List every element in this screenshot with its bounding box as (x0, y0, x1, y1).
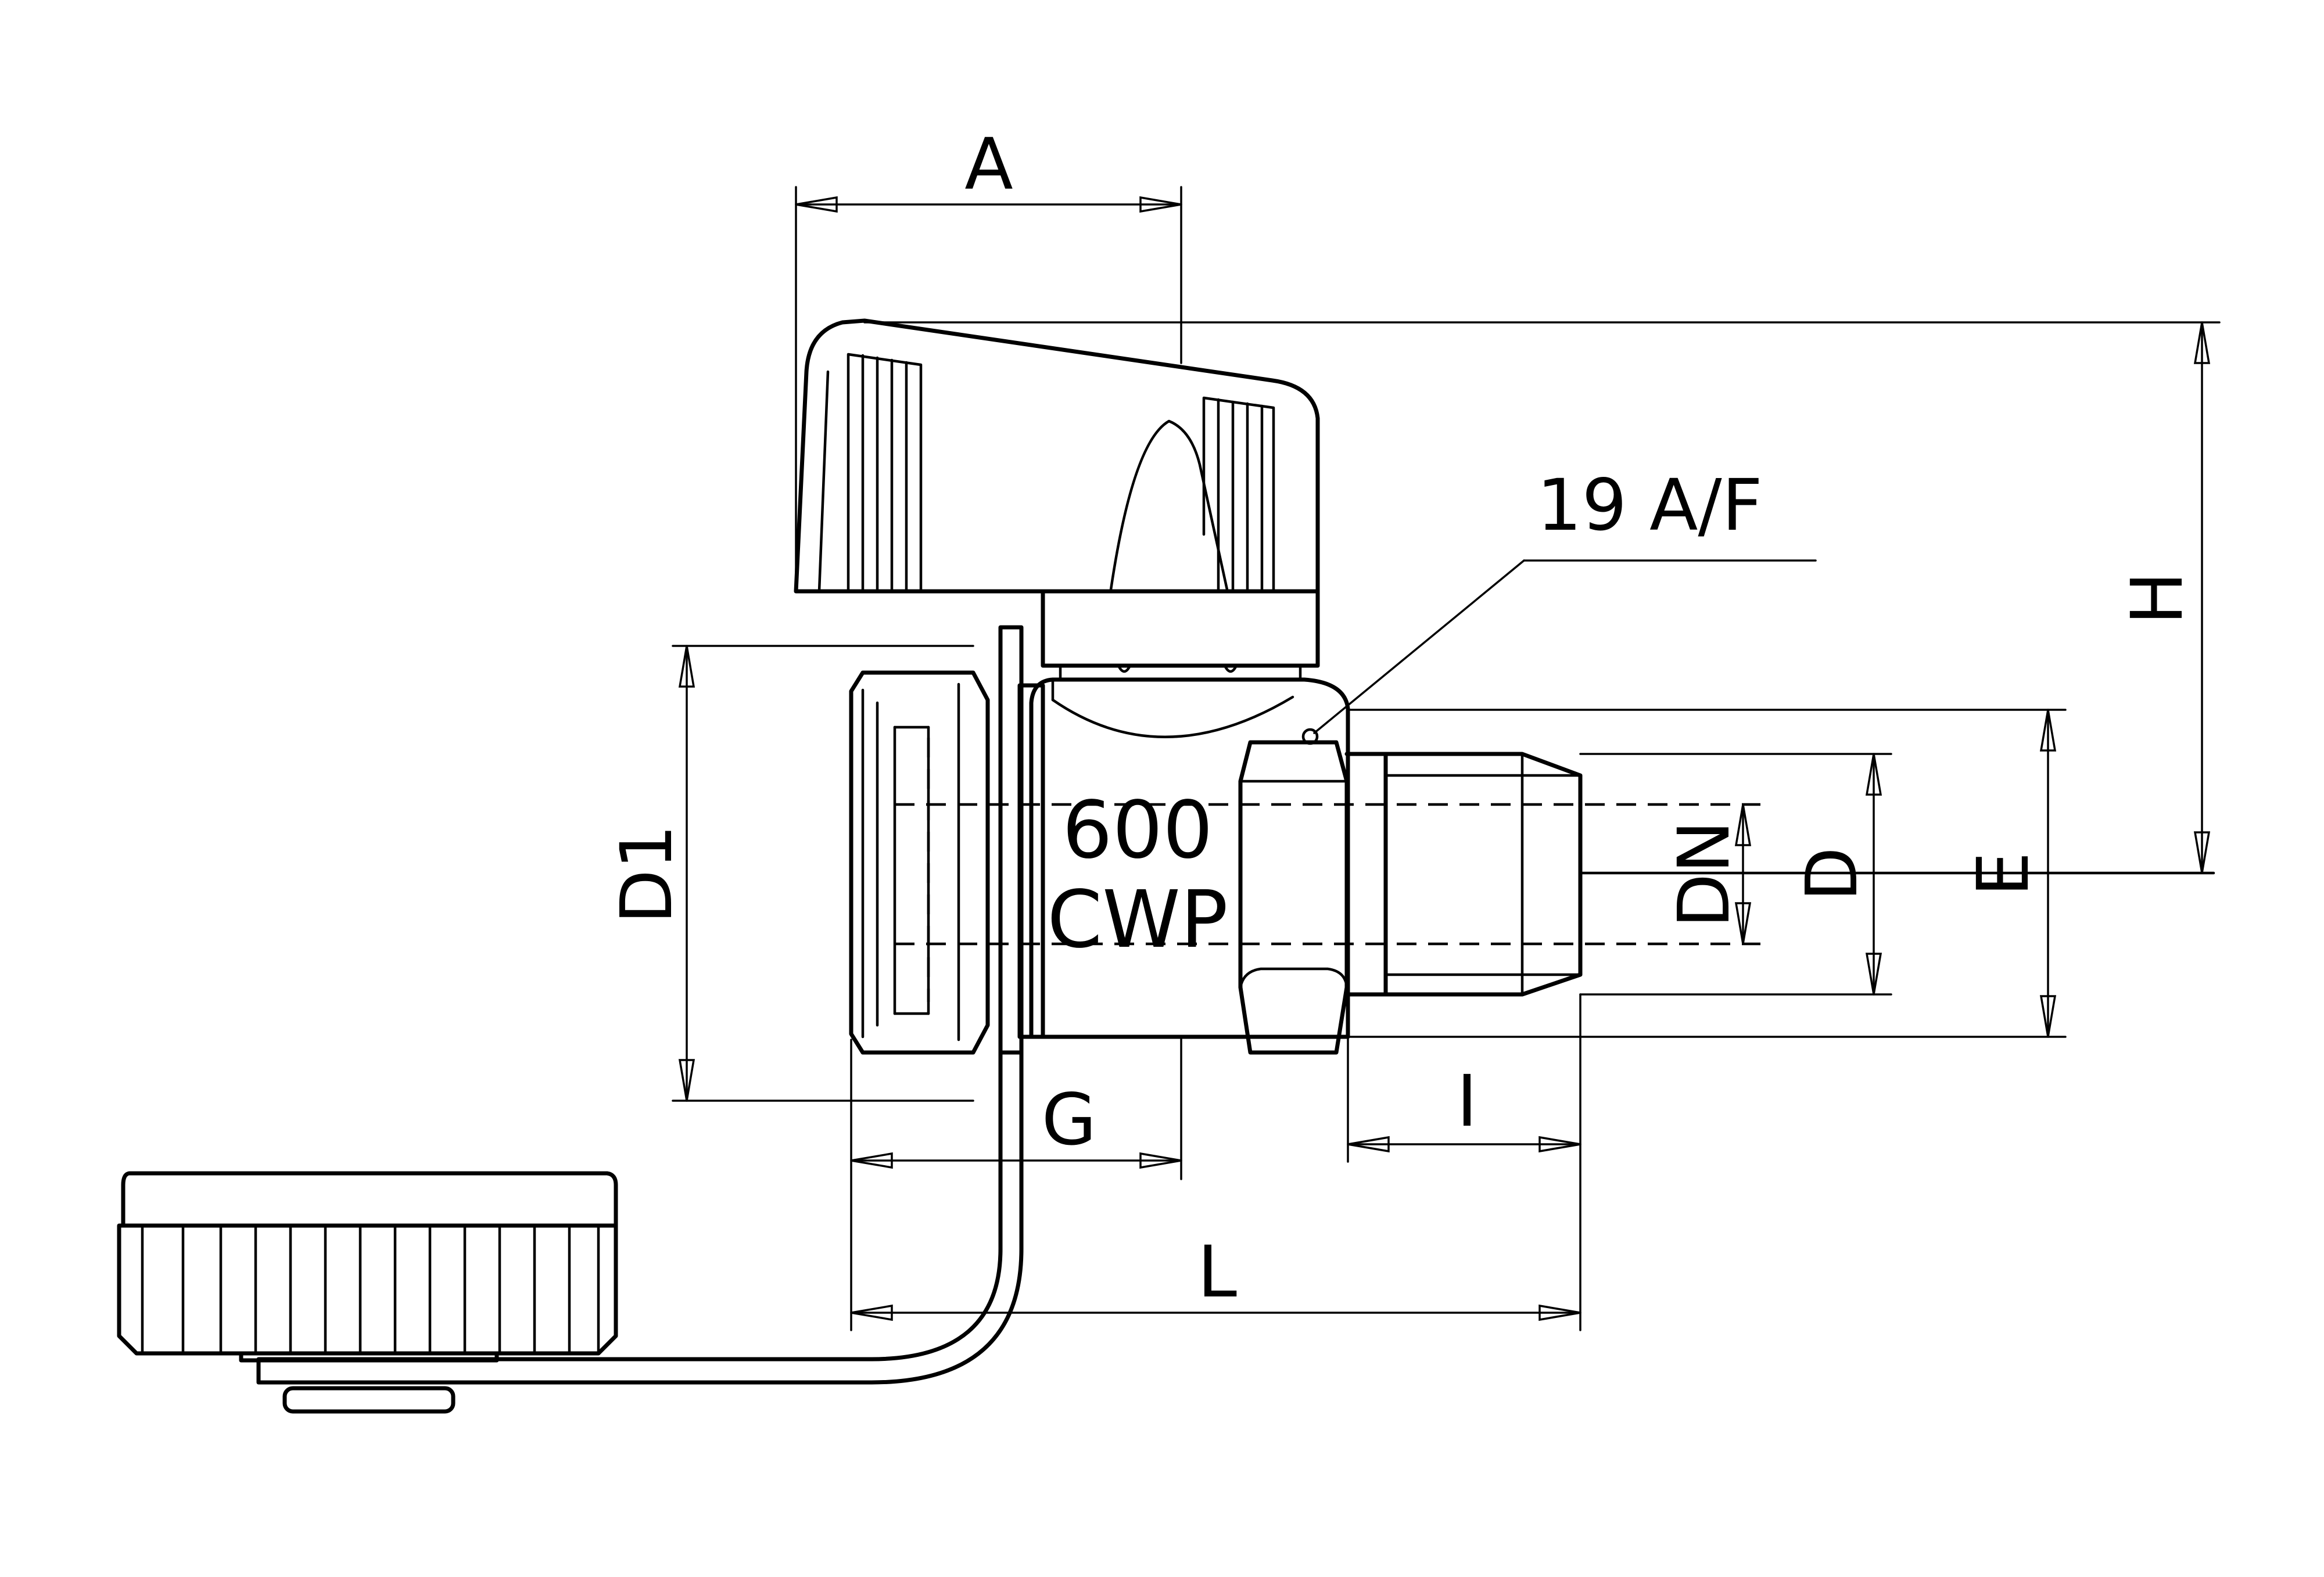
hex-nut (1238, 740, 1349, 1055)
body-marking-pressure: 600 (1062, 785, 1213, 876)
dim-label-I: I (1457, 1060, 1477, 1143)
dim-label-E: E (1962, 852, 2045, 896)
dim-label-D1: D1 (605, 824, 688, 924)
dimension-DN: DN (1663, 803, 1752, 945)
bore-dashed-lines (895, 738, 2215, 1002)
dimension-A: A (795, 123, 1182, 592)
handle-grip-right (1202, 396, 1275, 593)
dimension-I: I (1347, 993, 1581, 1331)
body-marking-rating: CWP (1047, 874, 1228, 966)
body-marking: 600 CWP (1047, 785, 1228, 966)
callout-label-19af: 19 A/F (1537, 464, 1763, 547)
dimension-D: D (1579, 753, 1892, 996)
hex-size-callout: 19 A/F (1301, 464, 1817, 745)
dimension-D1: D1 (605, 645, 974, 1102)
dim-label-G: G (1042, 1079, 1097, 1161)
dimension-L: L (850, 1231, 1581, 1321)
lever-handle (794, 318, 1320, 681)
dimension-E: E (1347, 709, 2067, 1038)
dust-cap (117, 1171, 618, 1356)
dimension-G: G (850, 1036, 1182, 1331)
dim-label-DN: DN (1663, 820, 1745, 928)
left-threaded-connector (849, 670, 990, 1055)
dimension-H: H (863, 321, 2221, 874)
dim-label-D: D (1791, 847, 1873, 901)
handle-stem-block (1041, 589, 1320, 668)
right-threaded-connector (1344, 752, 1583, 997)
cap-retaining-strap (239, 1050, 1024, 1414)
handle-grip-left (847, 353, 923, 593)
dim-label-L: L (1197, 1231, 1237, 1313)
handle-relief-curve (1109, 419, 1229, 591)
dim-label-H: H (2116, 572, 2199, 625)
dim-label-A: A (964, 123, 1013, 206)
